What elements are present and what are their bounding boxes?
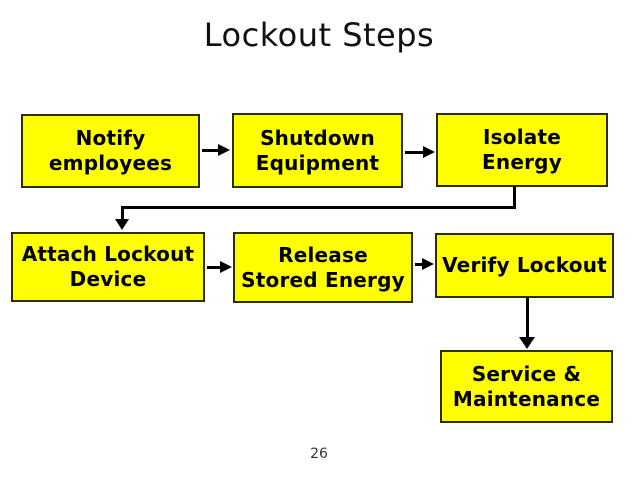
box-label-line: employees [48, 151, 173, 175]
arrowhead-down-icon [115, 219, 129, 230]
box-label-line: Stored Energy [241, 267, 405, 292]
arrowhead-right-icon [220, 261, 232, 273]
arrowhead-right-icon [218, 144, 230, 156]
box-label-line: Service & [471, 361, 582, 386]
arrowhead-right-icon [422, 258, 434, 270]
box-label-line: Attach Lockout [21, 242, 195, 266]
connector-shutdown-to-isolate [405, 151, 423, 154]
box-label-line: Energy [482, 150, 562, 174]
flow-box-attach-lockout-device: Attach Lockout Device [11, 232, 205, 302]
flow-box-verify-lockout: Verify Lockout [435, 233, 614, 298]
box-label-line: Isolate [483, 125, 561, 149]
arrowhead-down-icon [519, 337, 535, 349]
box-label-line: Device [69, 267, 147, 291]
connector-verify-to-service [526, 298, 529, 338]
box-label-line: Verify Lockout [442, 253, 607, 277]
connector-notify-to-shutdown [202, 149, 218, 152]
connector-isolate-to-attach-segment [513, 186, 516, 209]
connector-isolate-to-attach-segment [121, 206, 516, 209]
flow-box-notify-employees: Notify employees [21, 114, 200, 188]
box-label-line: Shutdown [260, 125, 375, 150]
box-label-line: Equipment [255, 150, 380, 175]
box-label-line: Notify [75, 126, 146, 150]
flow-box-isolate-energy: Isolate Energy [436, 113, 608, 187]
page-title: Lockout Steps [203, 16, 435, 54]
arrowhead-right-icon [423, 146, 435, 158]
flow-box-release-stored-energy: Release Stored Energy [233, 232, 413, 303]
box-label-line: Maintenance [452, 386, 601, 411]
flow-box-shutdown-equipment: Shutdown Equipment [232, 113, 403, 188]
page-number: 26 [310, 446, 328, 462]
connector-isolate-to-attach-segment [121, 206, 124, 220]
connector-release-to-verify [415, 263, 422, 266]
connector-attach-to-release [207, 266, 220, 269]
flow-box-service-maintenance: Service & Maintenance [440, 350, 613, 423]
box-label-line: Release [278, 242, 368, 267]
